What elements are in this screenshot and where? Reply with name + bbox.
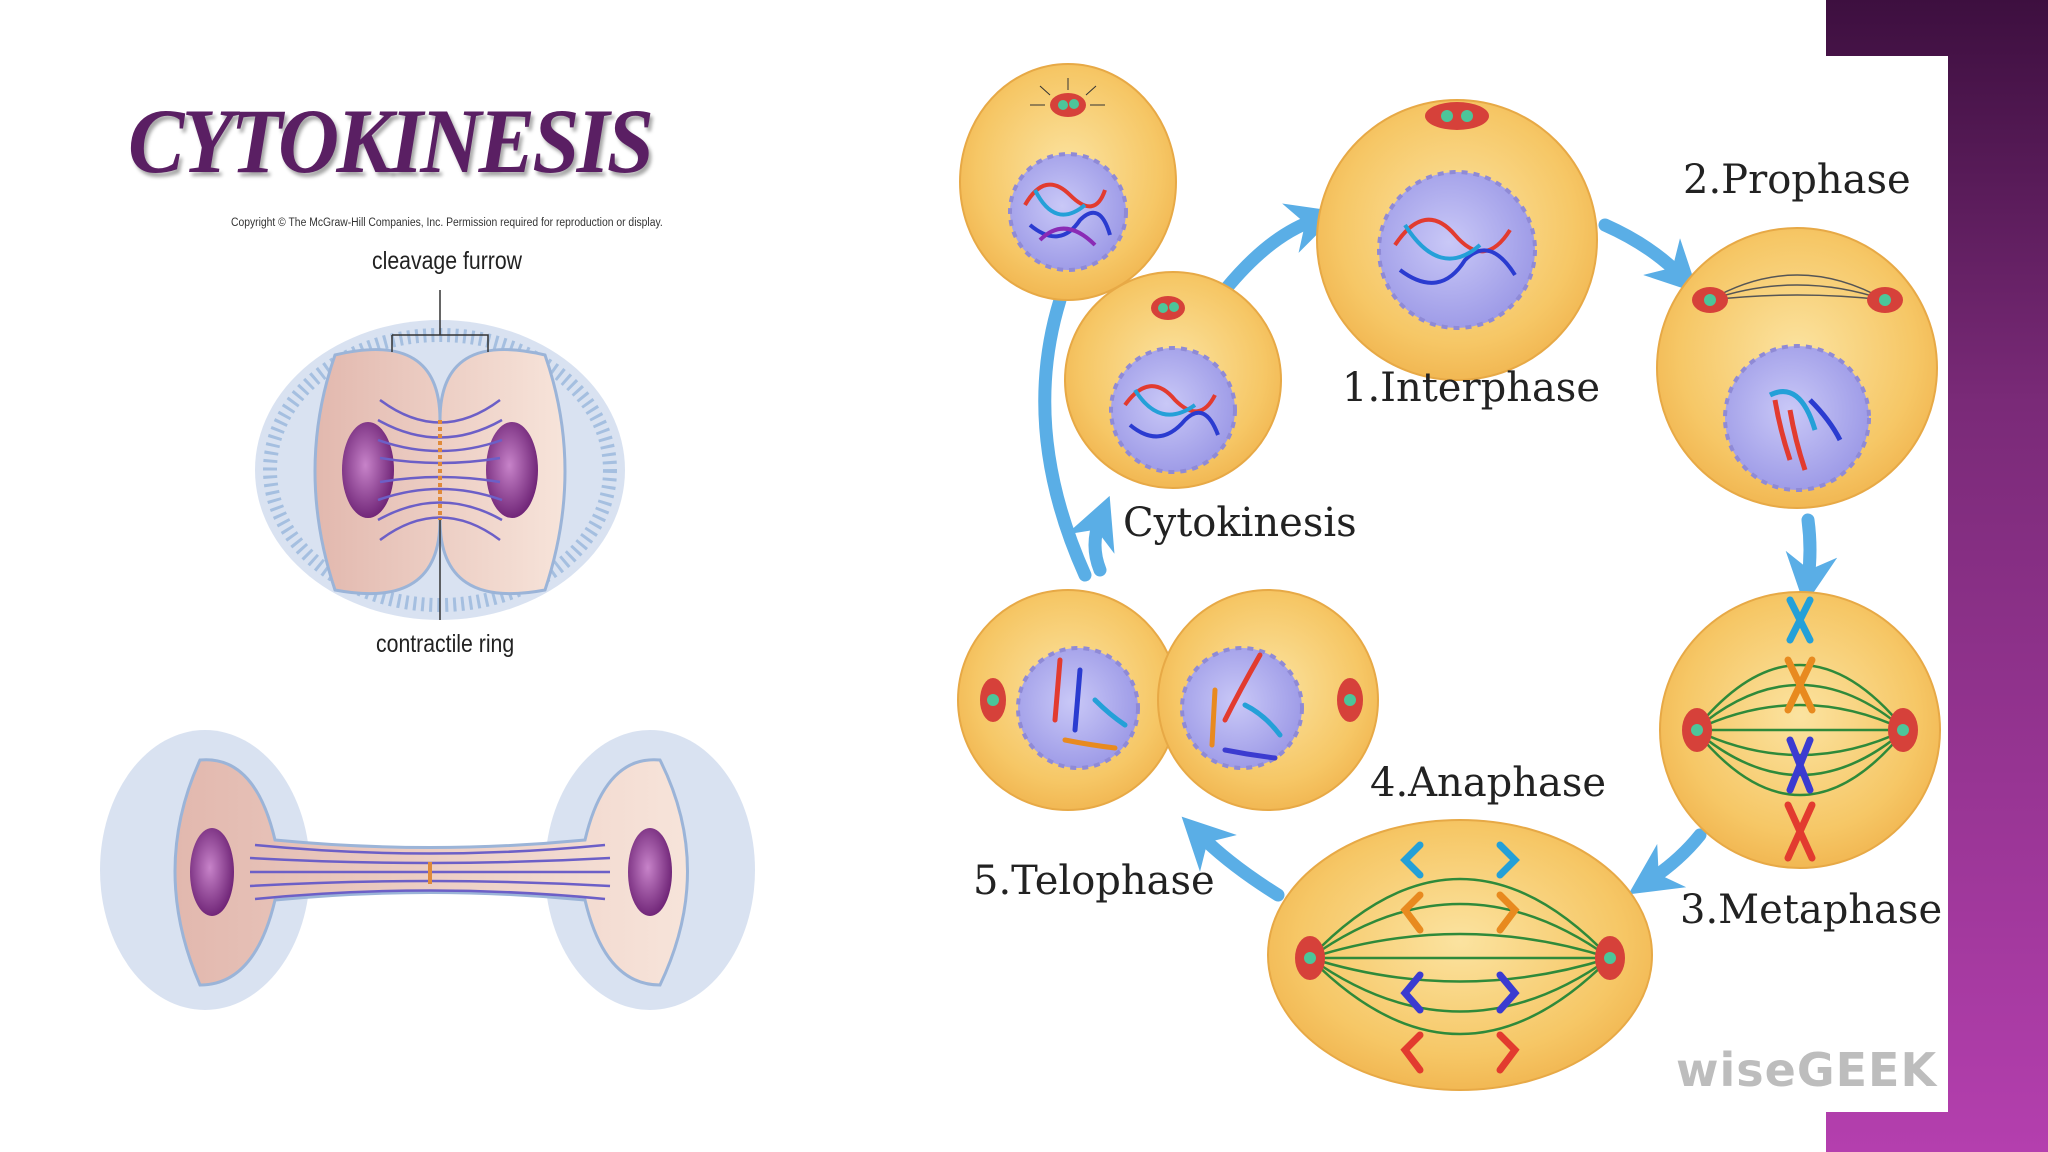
slide-title: CYTOKINESIS [128, 90, 654, 192]
cycle-arrows [1038, 203, 1838, 902]
label-cleavage-furrow: cleavage furrow [372, 247, 523, 275]
arrow-telophase-head [1066, 495, 1115, 577]
label-metaphase: 3.Metaphase [1680, 887, 1943, 933]
copyright-notice: Copyright © The McGraw-Hill Companies, I… [231, 217, 663, 229]
label-cytokinesis: Cytokinesis [1123, 500, 1357, 546]
arrow-prophase-to-metaphase [1785, 513, 1838, 606]
arrow-metaphase-to-anaphase [1628, 828, 1707, 895]
cell-anaphase [1267, 819, 1653, 1091]
label-contractile-ring: contractile ring [376, 630, 515, 658]
arrow-interphase-to-prophase [1598, 218, 1699, 294]
cell-metaphase [1659, 591, 1941, 869]
label-prophase: 2.Prophase [1683, 157, 1911, 203]
label-telophase: 5.Telophase [973, 858, 1215, 904]
cell-cytokinesis [1064, 271, 1282, 489]
cell-prophase [1656, 227, 1938, 509]
cell-interphase [1316, 99, 1598, 381]
dividing-cell-illustration [100, 730, 755, 1010]
arrow-cytokinesis-to-interphase [1218, 203, 1340, 297]
cell-telophase [957, 589, 1379, 811]
label-interphase: 1.Interphase [1342, 365, 1601, 411]
wisegeek-watermark: wiseGEEK [1676, 1043, 1938, 1097]
cleavage-furrow-illustration [255, 290, 625, 620]
arrow-anaphase-to-telophase [1181, 816, 1285, 902]
label-anaphase: 4.Anaphase [1370, 760, 1607, 806]
cell-top-left [959, 63, 1177, 301]
